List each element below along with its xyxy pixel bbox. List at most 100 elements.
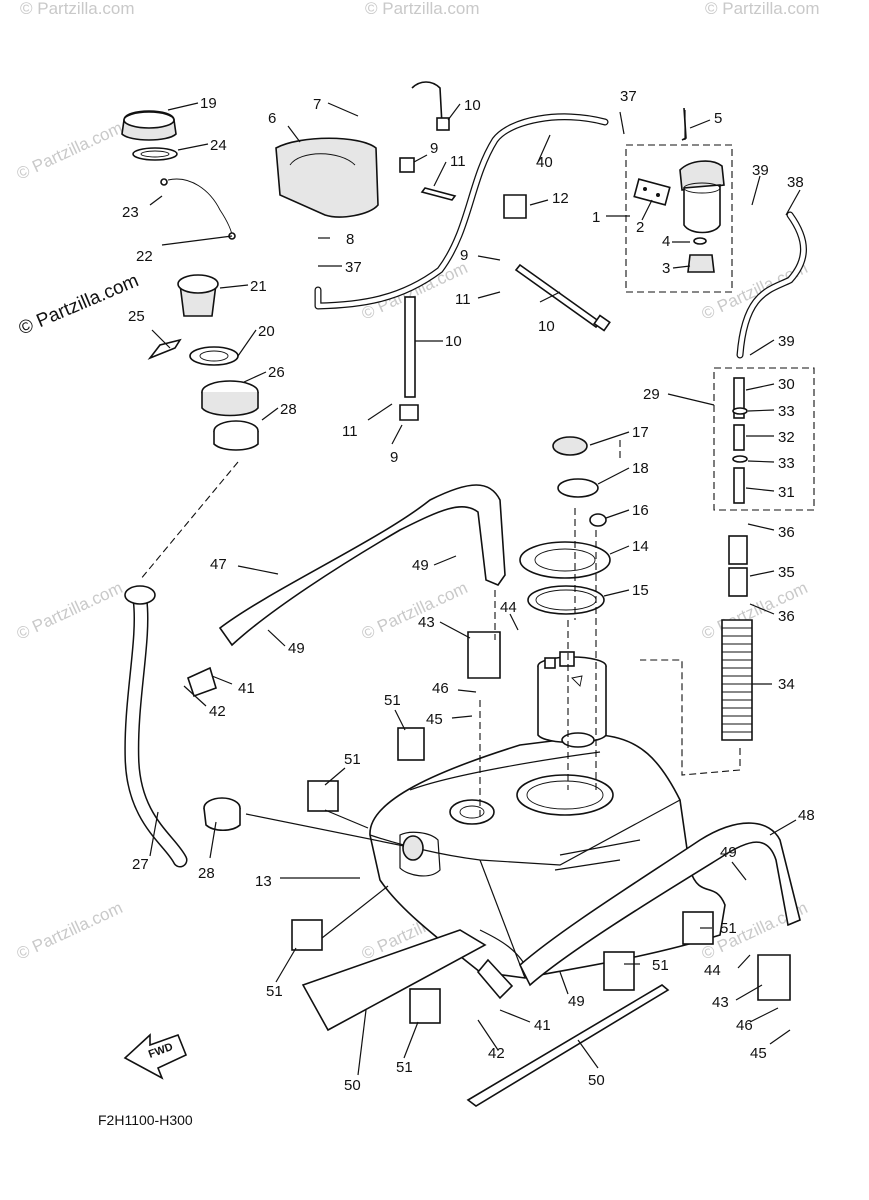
callout-17: 17 [632,424,649,441]
filler-hose [124,585,241,868]
callout-9: 9 [430,140,438,157]
callout-51: 51 [396,1059,413,1076]
callout-27: 27 [132,856,149,873]
watermark: © Partzilla.com [699,258,811,324]
callout-40: 40 [536,154,553,171]
callout-37: 37 [345,259,362,276]
watermark: © Partzilla.com [359,578,471,644]
brackets [187,484,801,1001]
fitting-group [713,367,815,511]
brand-stamp: © Partzilla.com [16,270,142,339]
callout-51: 51 [652,957,669,974]
callout-46: 46 [736,1017,753,1034]
filler-neck-group [121,110,259,451]
callout-48: 48 [798,807,815,824]
callout-49: 49 [288,640,305,657]
pads [291,727,714,1107]
callout-5: 5 [714,110,722,127]
callout-28: 28 [198,865,215,882]
callout-32: 32 [778,429,795,446]
callout-14: 14 [632,538,649,555]
callout-43: 43 [712,994,729,1011]
callout-31: 31 [778,484,795,501]
callout-numbers: 19 24 23 22 21 25 20 26 28 6 7 8 37 10 9… [122,88,815,1094]
callout-51: 51 [720,920,737,937]
leader-lines [139,102,801,1076]
callout-29: 29 [643,386,660,403]
callout-18: 18 [632,460,649,477]
callout-36: 36 [778,524,795,541]
callout-10: 10 [464,97,481,114]
callout-11: 11 [450,153,466,170]
callout-4: 4 [662,233,670,250]
callout-25: 25 [128,308,145,325]
pump-mount-parts [519,436,611,615]
callout-11: 11 [455,291,471,308]
callout-2: 2 [636,219,644,236]
cover-and-ties [275,81,611,421]
callout-50: 50 [344,1077,361,1094]
callout-3: 3 [662,260,670,277]
callout-7: 7 [313,96,321,113]
callout-9: 9 [390,449,398,466]
callout-24: 24 [210,137,227,154]
fuel-pump-assembly [537,651,607,748]
callout-51: 51 [344,751,361,768]
callout-51: 51 [384,692,401,709]
callout-8: 8 [346,231,354,248]
diagram-code: F2H1100-H300 [98,1112,193,1128]
callout-41: 41 [534,1017,551,1034]
callout-36: 36 [778,608,795,625]
callout-26: 26 [268,364,285,381]
watermark: © Partzilla.com [365,0,480,18]
callout-49: 49 [412,557,429,574]
callout-47: 47 [210,556,227,573]
callout-39: 39 [778,333,795,350]
callout-50: 50 [588,1072,605,1089]
fuel-filter-group [625,107,733,293]
callout-46: 46 [432,680,449,697]
callout-6: 6 [268,110,276,127]
callout-51: 51 [266,983,283,1000]
callout-39: 39 [752,162,769,179]
callout-49: 49 [568,993,585,1010]
callout-11: 11 [342,423,358,440]
callout-49: 49 [720,844,737,861]
callout-37: 37 [620,88,637,105]
callout-10: 10 [445,333,462,350]
callout-20: 20 [258,323,275,340]
callout-33: 33 [778,403,795,420]
callout-22: 22 [136,248,153,265]
callout-23: 23 [122,204,139,221]
callout-44: 44 [500,599,517,616]
fwd-arrow: FWD [123,1033,188,1080]
callout-35: 35 [778,564,795,581]
callout-15: 15 [632,582,649,599]
watermark: © Partzilla.com [14,898,126,964]
callout-12: 12 [552,190,569,207]
callout-1: 1 [592,209,600,226]
callout-41: 41 [238,680,255,697]
callout-21: 21 [250,278,267,295]
callout-10: 10 [538,318,555,335]
callout-42: 42 [209,703,226,720]
fuel-tank [369,734,726,979]
callout-38: 38 [787,174,804,191]
callout-19: 19 [200,95,217,112]
callout-44: 44 [704,962,721,979]
callout-30: 30 [778,376,795,393]
callout-16: 16 [632,502,649,519]
watermark: © Partzilla.com [705,0,820,18]
fuel-hoses [314,113,807,741]
callout-34: 34 [778,676,795,693]
watermark: © Partzilla.com [20,0,135,18]
watermark: © Partzilla.com [14,578,126,644]
callout-42: 42 [488,1045,505,1062]
callout-45: 45 [426,711,443,728]
callout-45: 45 [750,1045,767,1062]
watermark: © Partzilla.com [14,118,126,184]
callout-28: 28 [280,401,297,418]
callout-13: 13 [255,873,272,890]
callout-33: 33 [778,455,795,472]
